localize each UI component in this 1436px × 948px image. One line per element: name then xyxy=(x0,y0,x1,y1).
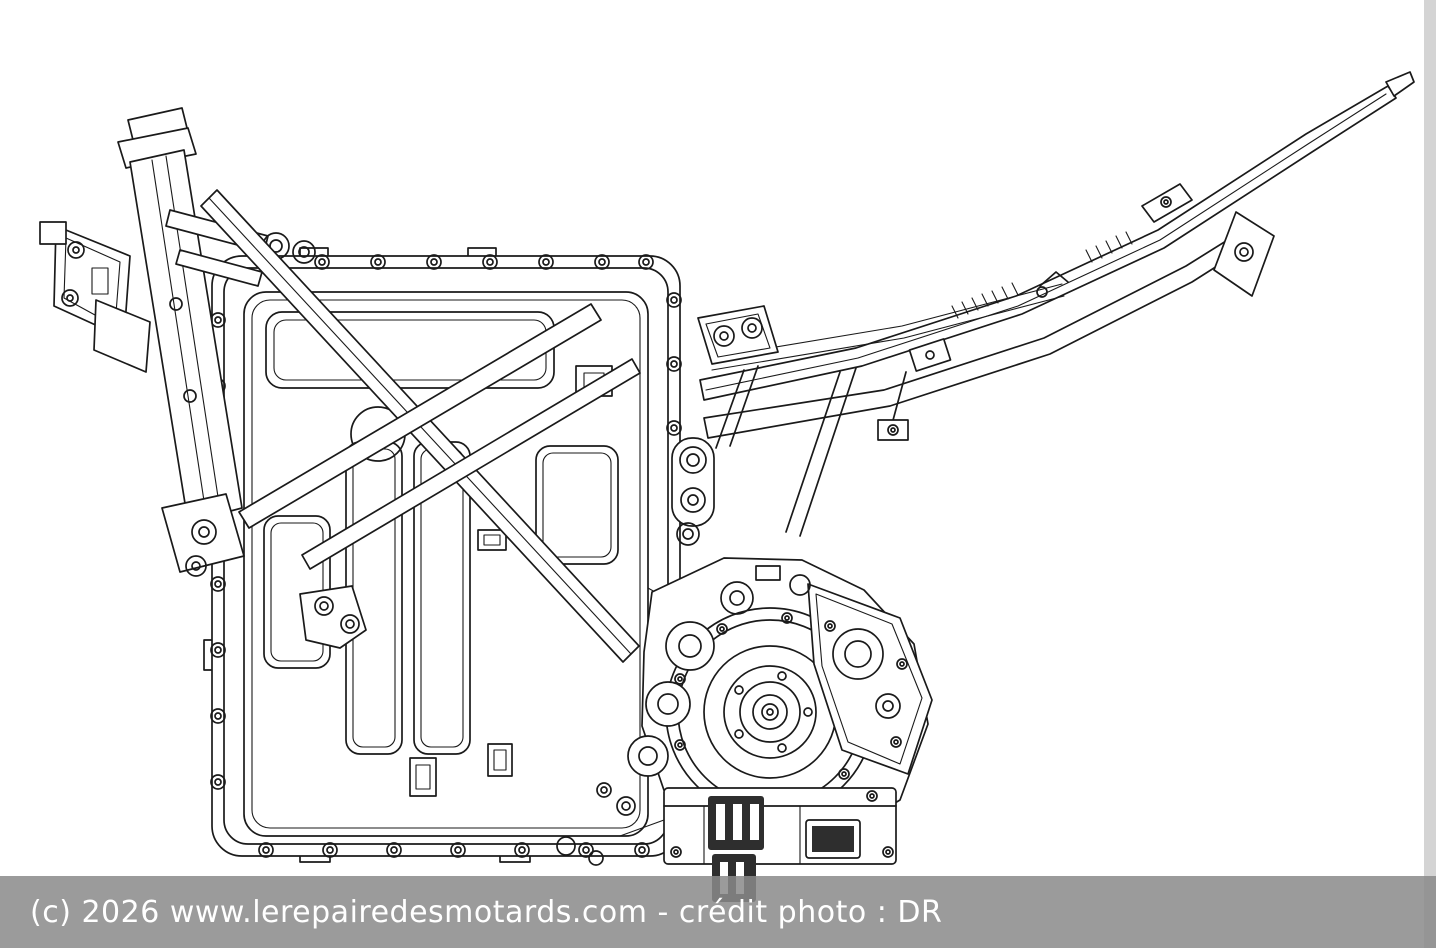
battery-box-outline xyxy=(211,255,681,857)
subframe-lower-rail xyxy=(703,225,1259,439)
steering-column xyxy=(129,149,243,523)
motor-unit-drawing xyxy=(627,557,933,902)
copyright-bar: (c) 2026 www.lerepairedesmotards.com - c… xyxy=(0,876,1436,948)
gearbox-cover xyxy=(807,583,933,775)
steering-head-drawing xyxy=(39,107,316,577)
rear-subframe-drawing xyxy=(671,71,1415,546)
controller-box xyxy=(663,787,897,865)
page-edge-strip xyxy=(1424,0,1436,948)
cross-tube-2 xyxy=(301,358,641,570)
battery-box-drawing xyxy=(203,247,691,866)
copyright-text: (c) 2026 www.lerepairedesmotards.com - c… xyxy=(30,894,943,930)
diagonal-tubes-drawing xyxy=(200,189,641,663)
cross-tube-1 xyxy=(238,303,602,529)
